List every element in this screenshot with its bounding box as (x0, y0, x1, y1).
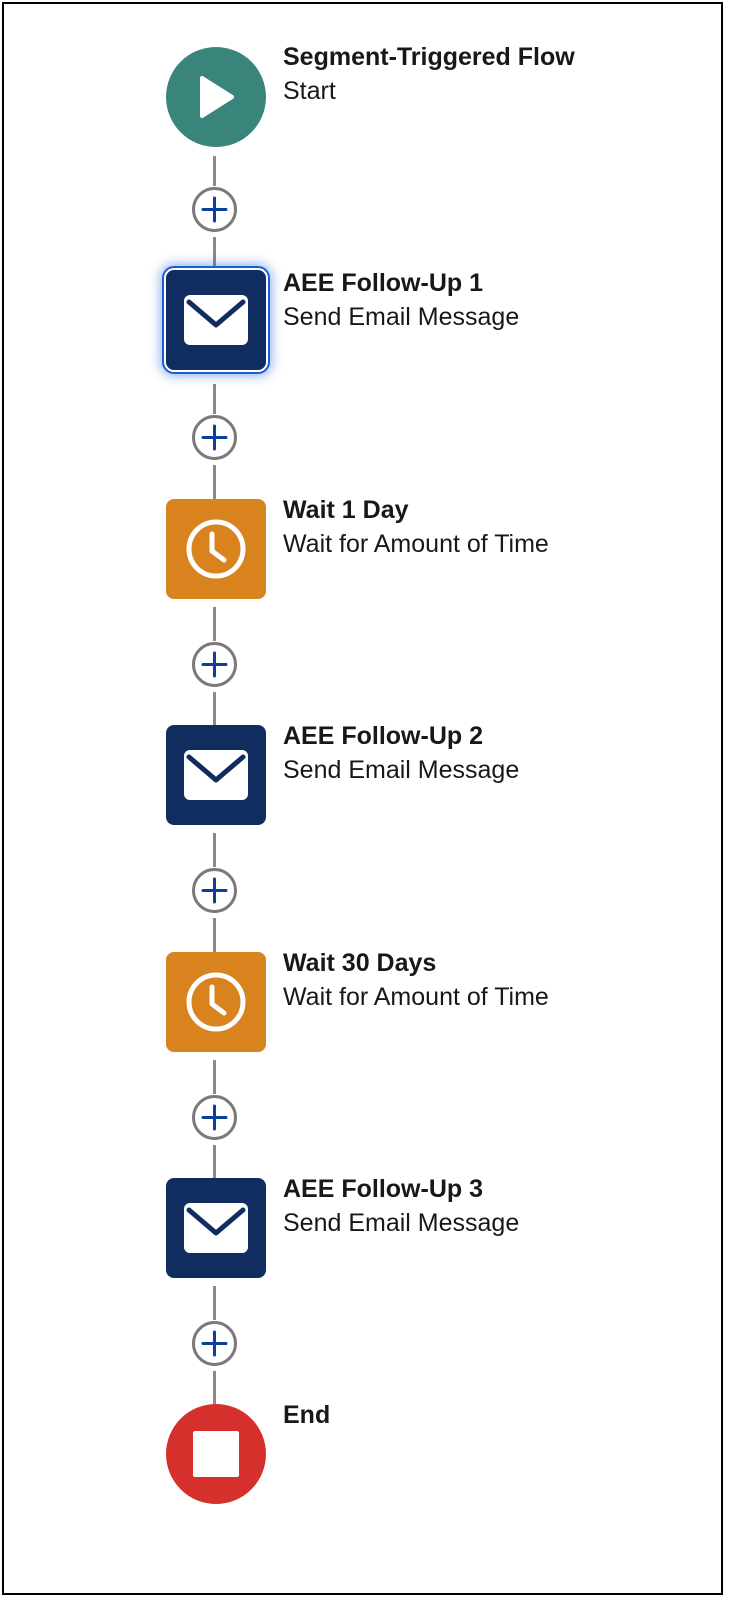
add-step-button[interactable] (192, 1095, 237, 1140)
connector-line (213, 1286, 216, 1320)
plus-icon (201, 424, 228, 451)
stop-icon (193, 1431, 239, 1477)
add-step-button[interactable] (192, 1321, 237, 1366)
add-step-button[interactable] (192, 868, 237, 913)
email-node[interactable] (166, 725, 266, 825)
envelope-icon (184, 750, 248, 800)
add-step-button[interactable] (192, 187, 237, 232)
end-node[interactable] (166, 1404, 266, 1504)
add-step-button[interactable] (192, 642, 237, 687)
plus-icon (201, 1330, 228, 1357)
connector-line (213, 692, 216, 726)
envelope-icon (184, 295, 248, 345)
connector-line (213, 833, 216, 867)
step-label: Segment-Triggered Flow Start (283, 40, 575, 108)
step-title: AEE Follow-Up 1 (283, 269, 483, 297)
step-title: Segment-Triggered Flow (283, 43, 575, 71)
start-node[interactable] (166, 47, 266, 147)
clock-icon (186, 519, 246, 579)
wait-node[interactable] (166, 499, 266, 599)
email-node[interactable] (166, 270, 266, 370)
clock-icon (186, 972, 246, 1032)
connector-line (213, 1060, 216, 1094)
plus-icon (201, 877, 228, 904)
plus-icon (201, 196, 228, 223)
step-label: Wait 1 Day Wait for Amount of Time (283, 493, 549, 561)
flow-canvas: Segment-Triggered Flow Start AEE Follow-… (2, 2, 723, 1595)
step-label: AEE Follow-Up 2 Send Email Message (283, 719, 519, 787)
connector-line (213, 156, 216, 186)
connector-line (213, 1145, 216, 1179)
step-title: End (283, 1401, 331, 1429)
envelope-icon (184, 1203, 248, 1253)
plus-icon (201, 1104, 228, 1131)
step-title: AEE Follow-Up 3 (283, 1175, 483, 1203)
step-label: Wait 30 Days Wait for Amount of Time (283, 946, 549, 1014)
connector-line (213, 237, 216, 267)
step-label: AEE Follow-Up 3 Send Email Message (283, 1172, 519, 1240)
play-icon (200, 76, 234, 118)
step-label: AEE Follow-Up 1 Send Email Message (283, 266, 519, 334)
step-subtitle: Send Email Message (283, 756, 520, 784)
connector-line (213, 918, 216, 952)
plus-icon (201, 651, 228, 678)
connector-line (213, 607, 216, 641)
step-subtitle: Start (283, 77, 336, 105)
step-label: End (283, 1398, 330, 1432)
connector-line (213, 384, 216, 414)
step-subtitle: Wait for Amount of Time (283, 983, 549, 1011)
step-subtitle: Send Email Message (283, 303, 520, 331)
step-title: Wait 30 Days (283, 949, 437, 977)
add-step-button[interactable] (192, 415, 237, 460)
step-title: Wait 1 Day (283, 496, 409, 524)
step-subtitle: Send Email Message (283, 1209, 520, 1237)
email-node[interactable] (166, 1178, 266, 1278)
wait-node[interactable] (166, 952, 266, 1052)
connector-line (213, 1371, 216, 1405)
step-title: AEE Follow-Up 2 (283, 722, 483, 750)
step-subtitle: Wait for Amount of Time (283, 530, 549, 558)
connector-line (213, 465, 216, 499)
